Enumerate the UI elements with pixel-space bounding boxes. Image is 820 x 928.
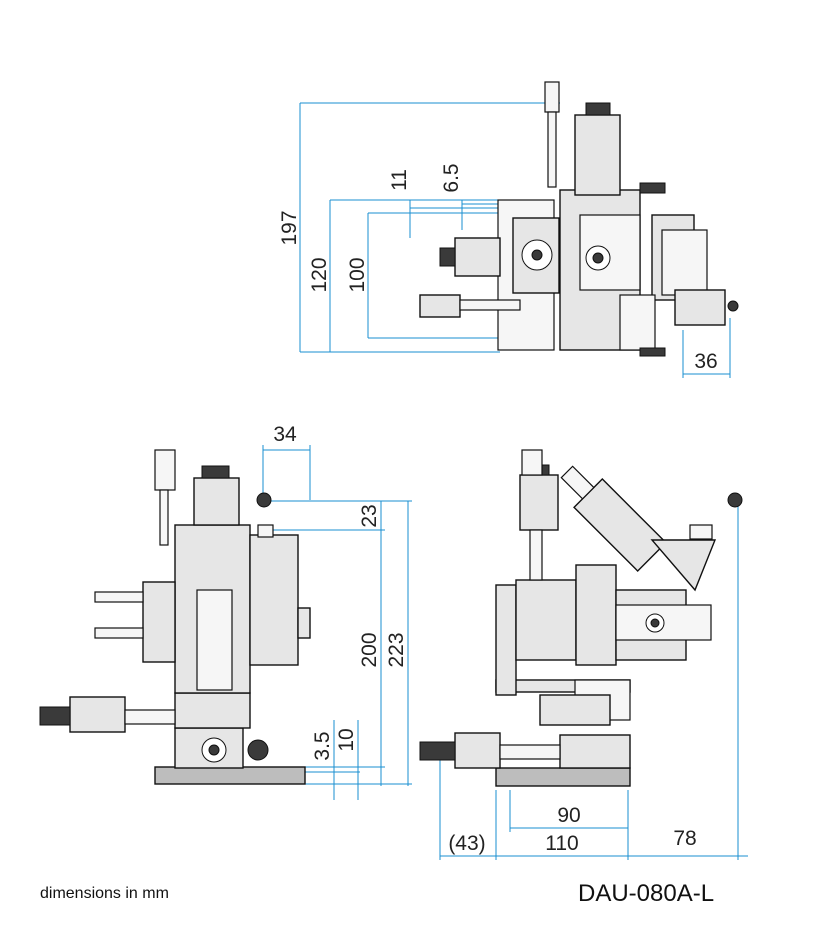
dim-110: 110 xyxy=(545,832,578,855)
top-view: 197 120 100 11 6.5 36 xyxy=(278,81,739,378)
dim-11: 11 xyxy=(388,169,411,191)
dim-6-5: 6.5 xyxy=(440,163,463,192)
dim-120: 120 xyxy=(308,257,331,292)
dim-200: 200 xyxy=(358,632,381,667)
front-view: 90 110 (43) 78 xyxy=(419,449,748,860)
dim-78: 78 xyxy=(673,827,696,850)
dim-10: 10 xyxy=(335,728,358,751)
dim-34: 34 xyxy=(273,423,297,446)
side-view: 34 23 200 223 3.5 10 xyxy=(39,423,412,800)
model-name: DAU-080A-L xyxy=(578,880,715,907)
units-note: dimensions in mm xyxy=(40,885,169,902)
dim-90: 90 xyxy=(557,804,580,827)
dim-100: 100 xyxy=(346,257,369,292)
dim-36: 36 xyxy=(694,350,717,373)
dim-223: 223 xyxy=(385,632,408,667)
dim-197: 197 xyxy=(278,210,301,245)
dim-3-5: 3.5 xyxy=(311,731,334,760)
dim-43: (43) xyxy=(448,832,485,855)
dim-23: 23 xyxy=(358,504,381,527)
